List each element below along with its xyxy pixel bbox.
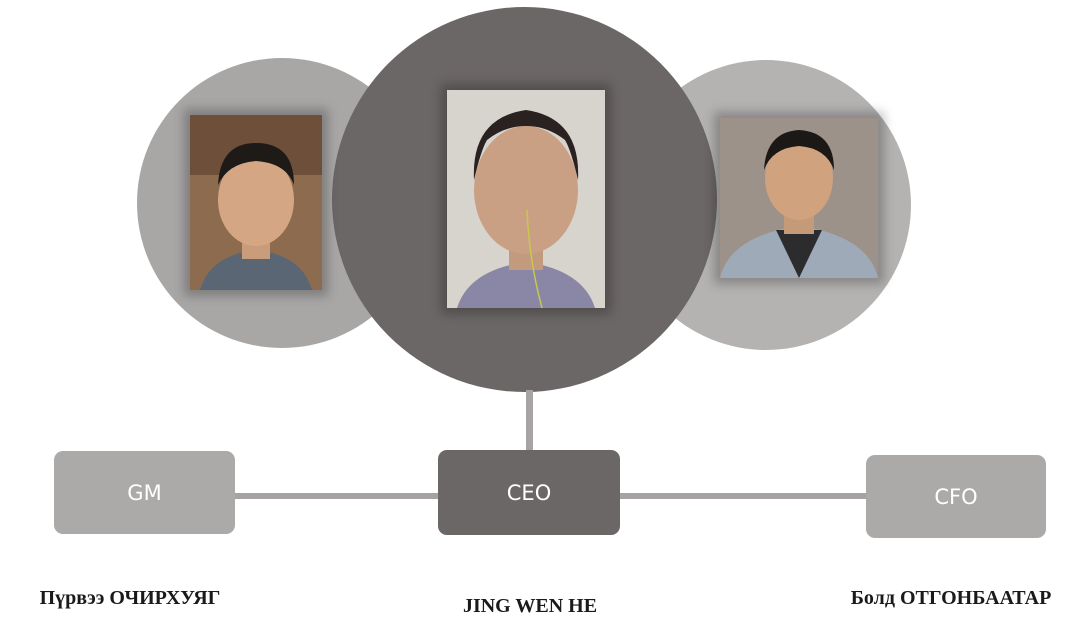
- role-box-cfo: CFO: [866, 455, 1046, 538]
- role-label-cfo: CFO: [934, 484, 978, 509]
- connector-ceo-gm: [234, 493, 440, 499]
- role-box-ceo: CEO: [438, 450, 620, 535]
- role-label-ceo: CEO: [506, 480, 552, 505]
- name-ceo: JING WEN HE: [462, 595, 598, 617]
- role-box-gm: GM: [54, 451, 235, 534]
- cfo-portrait-photo: [720, 118, 878, 278]
- ceo-portrait-photo: [447, 90, 605, 308]
- connector-ceo-vertical: [526, 390, 533, 452]
- connector-ceo-cfo: [617, 493, 867, 499]
- name-gm: Пүрвээ ОЧИРХУЯГ: [39, 587, 221, 609]
- gm-portrait-photo: [190, 115, 322, 290]
- role-label-gm: GM: [127, 480, 162, 505]
- name-cfo: Болд ОТГОНБААТАР: [850, 587, 1052, 609]
